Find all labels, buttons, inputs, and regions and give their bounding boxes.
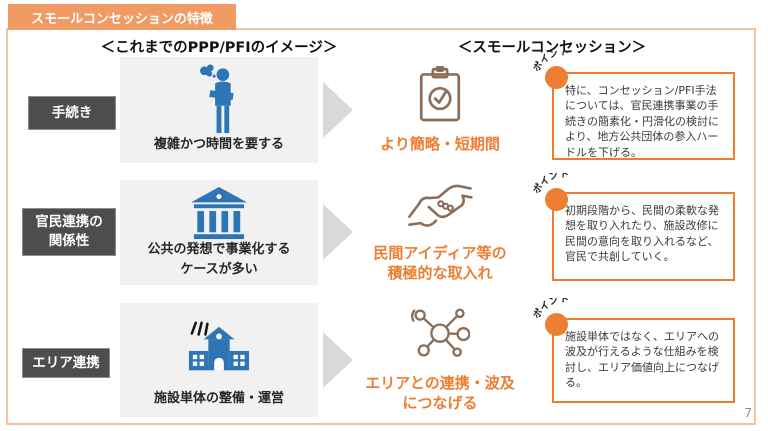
before-caption: 施設単体の整備・運営 — [153, 390, 284, 406]
network-area-icon — [410, 307, 471, 367]
handshake-icon — [407, 181, 473, 237]
point-box-row1: 特に、コンセッション/PFI手法については、官民連携事業の手続きの簡素化・円滑化… — [552, 72, 735, 160]
after-text: より簡略・短期間 — [380, 134, 500, 153]
after-concept-row3: エリアとの連携・波及 につなげる — [350, 303, 530, 417]
before-panel-row3: 施設単体の整備・運営 — [120, 303, 318, 417]
row-label-tetsuzuki: 手続き — [28, 96, 116, 130]
column-header-after: ＜スモールコンセッション＞ — [457, 40, 647, 56]
bank-building-icon — [188, 186, 250, 240]
before-panel-row2: 公共の発想で事業化する ケースが多い — [120, 180, 318, 285]
row-label-kanmin-renkei: 官民連携の 関係性 — [22, 208, 116, 256]
arrow-right-icon — [323, 204, 353, 260]
point-text: 初期段階から、民間の柔軟な発想を取り入れたり、施設改修に民間の意向を取り入れるな… — [565, 204, 719, 264]
arrow-right-icon — [323, 82, 353, 138]
point-circle-icon — [545, 188, 568, 211]
point-text: 施設単体ではなく、エリアへの波及が行えるような仕組みを検討し、エリア価値向上につ… — [565, 330, 719, 390]
thinking-person-icon — [196, 63, 242, 135]
page-number: 7 — [744, 406, 752, 420]
point-box-row2: 初期段階から、民間の柔軟な発想を取り入れたり、施設改修に民間の意向を取り入れるな… — [552, 192, 735, 281]
before-caption: 複雑かつ時間を要する — [153, 137, 284, 152]
point-text: 特に、コンセッション/PFI手法については、官民連携事業の手続きの簡素化・円滑化… — [565, 84, 719, 159]
after-concept-row1: より簡略・短期間 — [350, 57, 530, 163]
before-panel-row1: 複雑かつ時間を要する — [120, 57, 318, 163]
point-circle-icon — [545, 66, 568, 89]
row-label-area-renkei: エリア連携 — [22, 348, 110, 378]
point-circle-icon — [545, 313, 568, 336]
school-building-icon — [184, 309, 254, 389]
after-concept-row2: 民間アイディア等の 積極的な取入れ — [350, 180, 530, 285]
after-text: エリアとの連携・波及 につなげる — [365, 373, 515, 412]
column-header-before: ＜これまでのPPP/PFIのイメージ＞ — [100, 40, 338, 56]
clipboard-check-icon — [415, 65, 465, 128]
after-text: 民間アイディア等の 積極的な取入れ — [373, 244, 507, 282]
before-caption: 公共の発想で事業化する ケースが多い — [147, 242, 291, 277]
title-badge: スモールコンセッションの特徴 — [8, 4, 236, 30]
arrow-right-icon — [323, 332, 353, 388]
point-box-row3: 施設単体ではなく、エリアへの波及が行えるような仕組みを検討し、エリア価値向上につ… — [552, 318, 735, 403]
